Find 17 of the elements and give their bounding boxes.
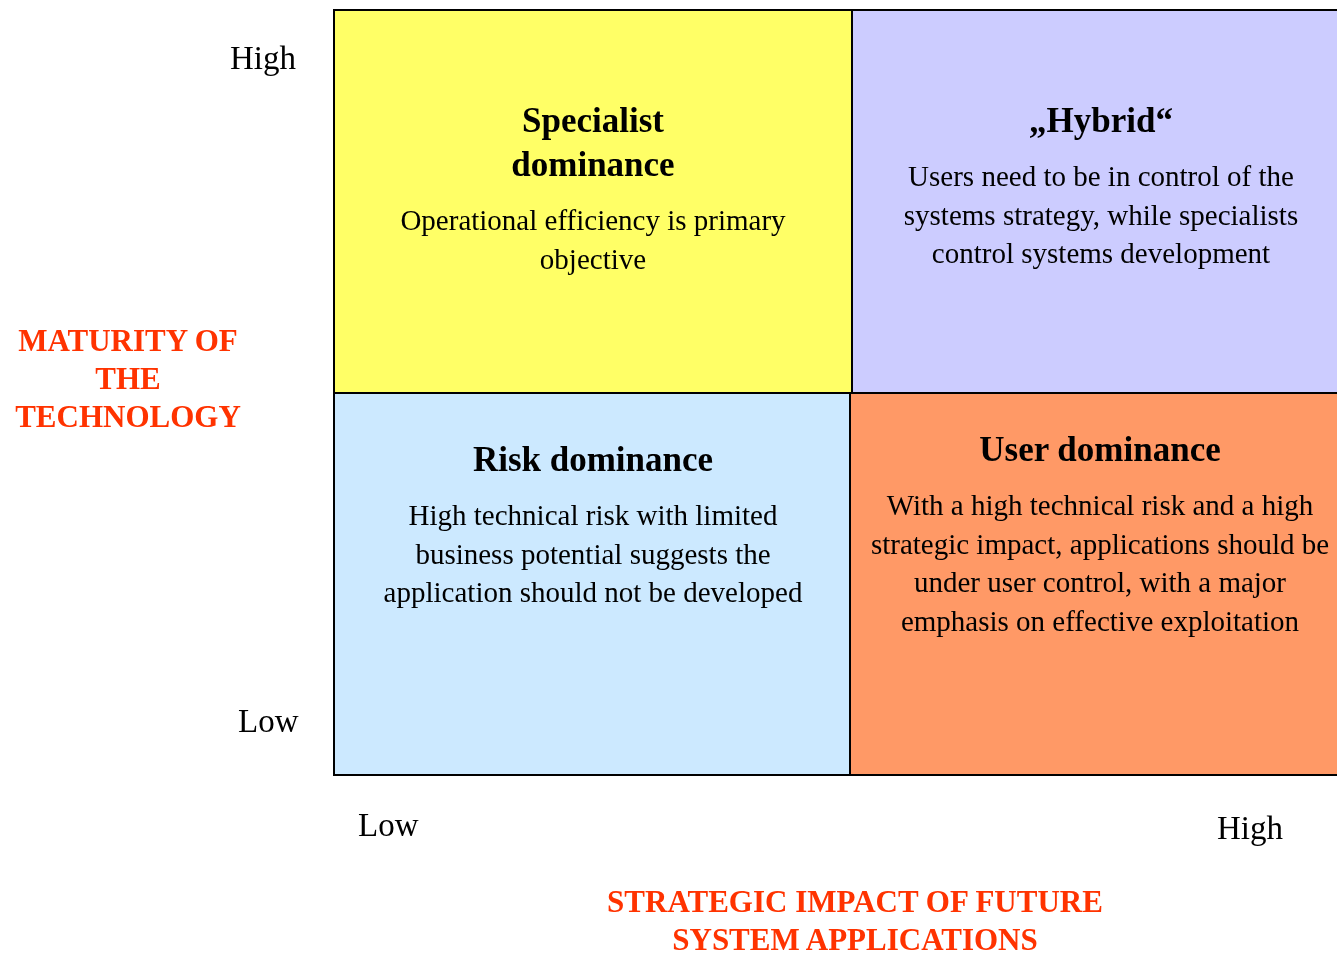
quadrant-description: Users need to be in control of the systems strategy, while specialists control systems development (902, 159, 1300, 271)
quadrant-description: Operational efficiency is primary objective (399, 203, 787, 277)
axis-tick-label: High (230, 40, 296, 77)
quadrant-description: With a high technical risk and a high strategic impact, applications should be under user control, with a major emphasis on effective exploitation (869, 488, 1331, 639)
quadrant-heading: User dominance (978, 429, 1222, 471)
quadrant-box (849, 392, 1337, 776)
quadrant-box (851, 9, 1337, 394)
quadrant-heading: „Hybrid“ (1028, 100, 1174, 142)
quadrant-heading: Risk dominance (471, 439, 715, 481)
axis-title: MATURITY OF THE TECHNOLOGY (14, 322, 242, 436)
axis-tick-label: Low (238, 703, 299, 740)
quadrant-description: High technical risk with limited business potential suggests the application should not be developed (382, 498, 804, 610)
axis-tick-label: Low (358, 807, 419, 844)
axis-title: STRATEGIC IMPACT OF FUTURE SYSTEM APPLICATIONS (606, 883, 1104, 953)
axis-tick-label: High (1217, 810, 1283, 847)
quadrant-heading: Specialist dominance (510, 100, 676, 186)
quadrant-box (333, 9, 853, 394)
